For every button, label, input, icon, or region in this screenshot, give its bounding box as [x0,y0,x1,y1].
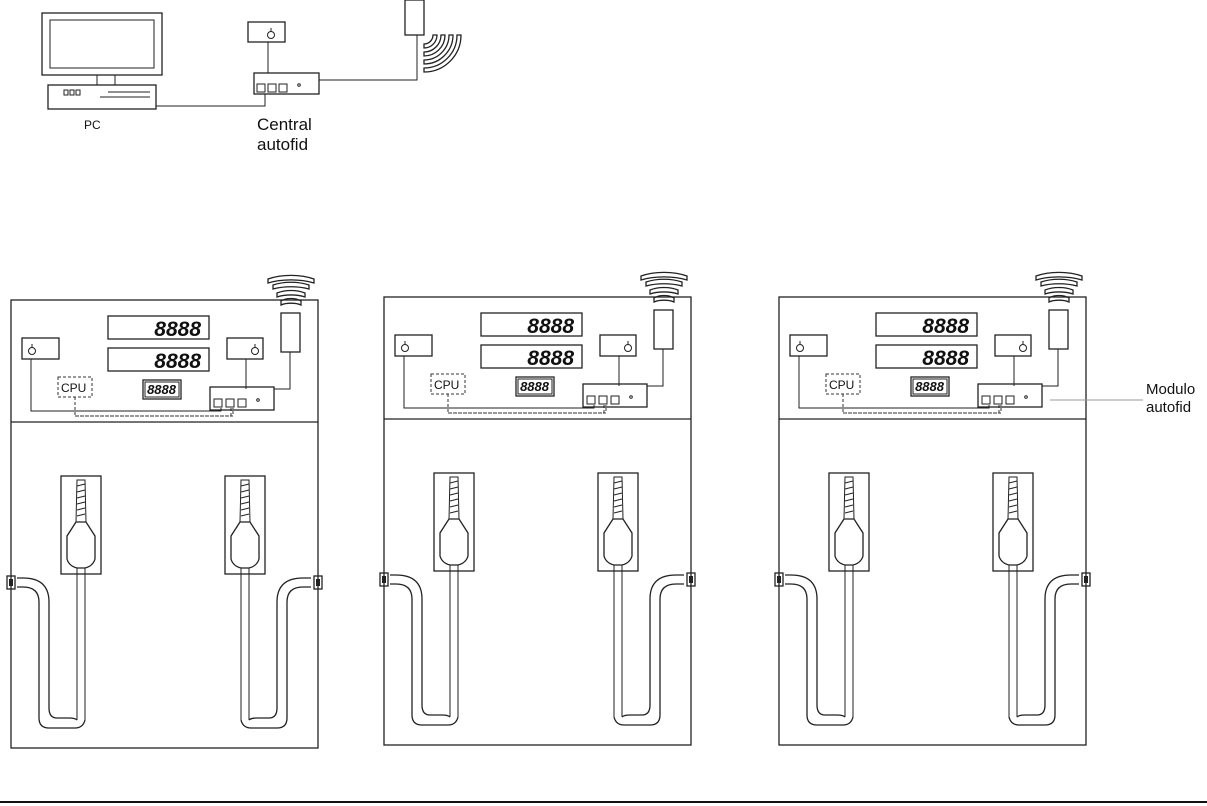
central-label-line1: Central [257,115,312,134]
fuel-pump-3: 8888 8888 8888 CPU [774,271,1091,746]
pump-1-display-small: 8888 [147,382,177,397]
modulo-label-line2: autofid [1146,399,1191,416]
fuel-pump-2: 8888 8888 8888 CPU [379,271,696,746]
pump-3-display-small: 8888 [915,379,945,394]
wifi-icon [423,34,462,73]
pump-1-cpu-label: CPU [61,381,86,395]
central-autofid: Central autofid [247,0,462,154]
pump-1-display-mid: 8888 [154,350,201,373]
pump-2-cpu-label: CPU [434,378,459,392]
modulo-autofid-callout: Modulo autofid [1050,381,1195,416]
pump-1-display-top: 8888 [154,318,201,341]
pump-2-display-mid: 8888 [527,347,574,370]
pump-3-display-top: 8888 [922,315,969,338]
pc-computer: PC [41,12,163,132]
pump-3-cpu-label: CPU [829,378,854,392]
pump-3-display-mid: 8888 [922,347,969,370]
pump-2-display-small: 8888 [520,379,550,394]
modulo-label-line1: Modulo [1146,381,1195,398]
pc-label: PC [84,118,101,132]
pump-2-display-top: 8888 [527,315,574,338]
central-label-line2: autofid [257,135,308,154]
fuel-pump-1: 8888 8888 8888 CPU [6,274,323,749]
